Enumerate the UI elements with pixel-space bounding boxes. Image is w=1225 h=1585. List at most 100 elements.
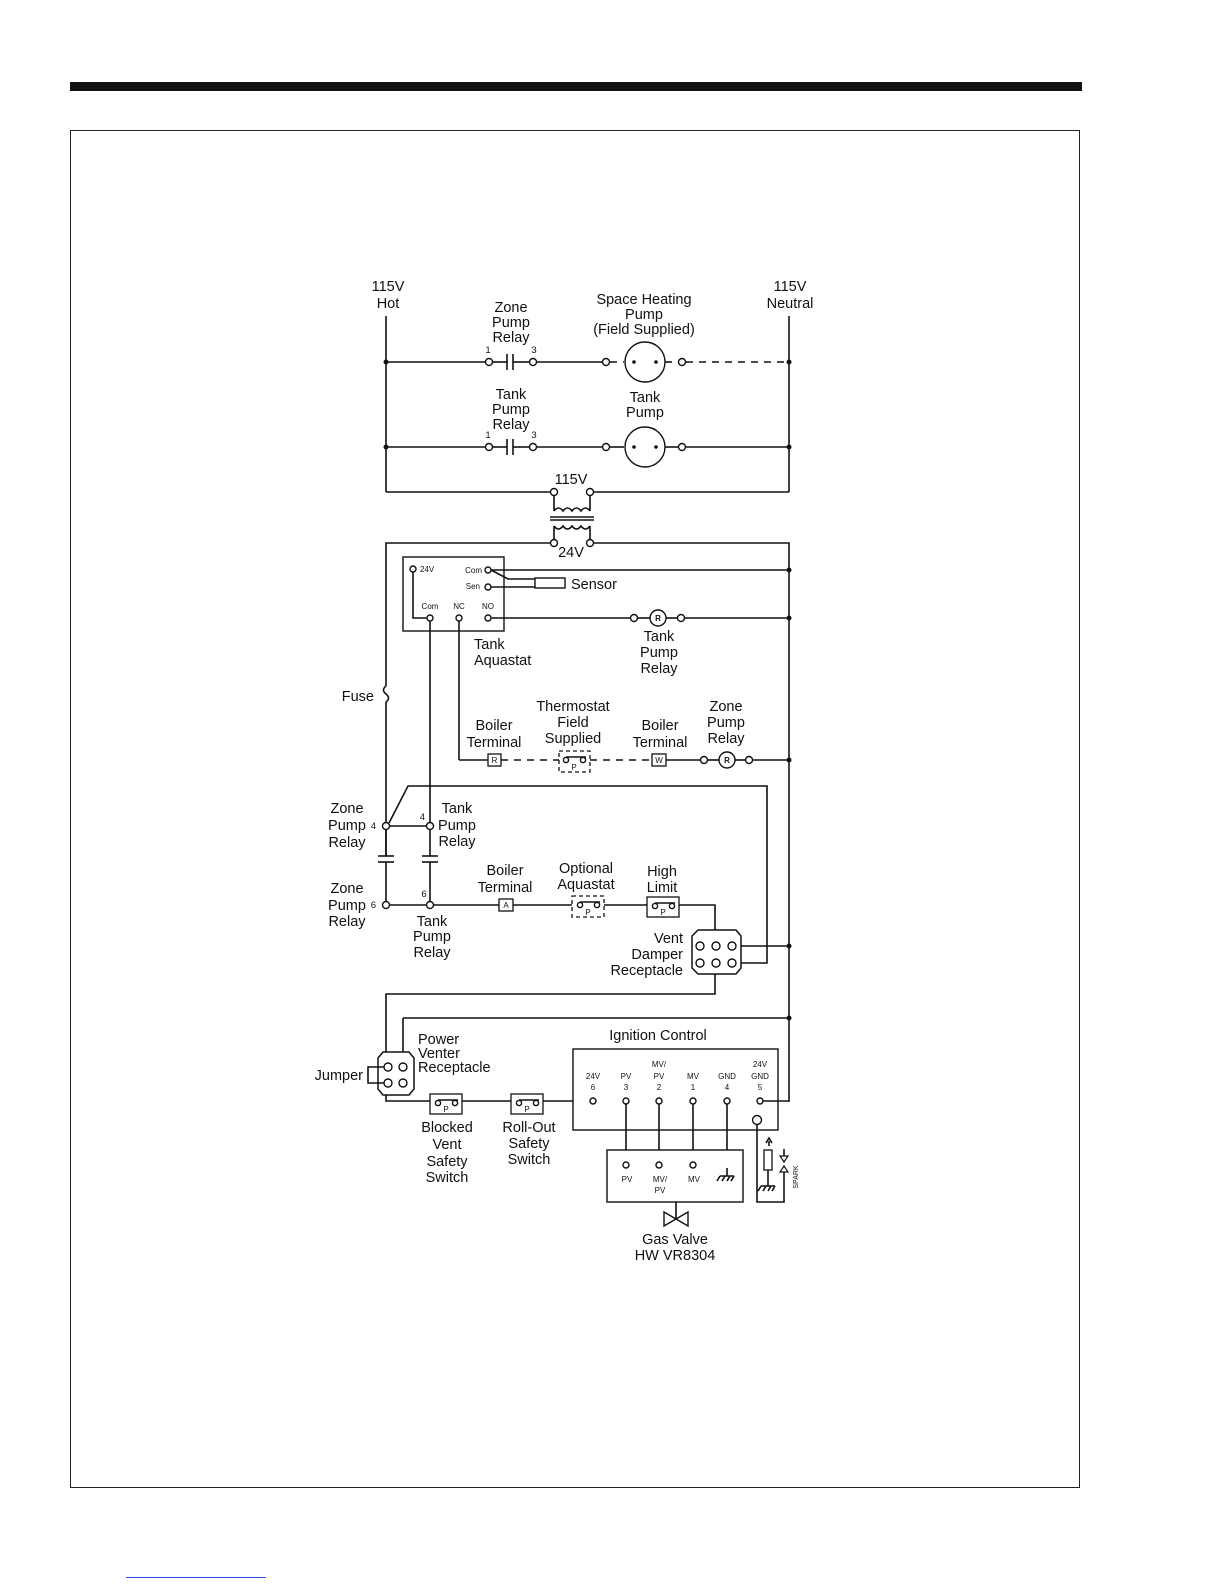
bt-a-label-2: Terminal [478,880,533,896]
tank4-label-2: Pump [438,818,476,834]
24v-left-rail [385,542,550,686]
fuse-label: Fuse [342,689,374,705]
transformer-secondary-label: 24V [558,545,584,561]
zpr-coil-label-1: Zone [709,699,742,715]
thermostat-branch: Boiler Terminal R Thermostat Field Suppl… [458,621,792,773]
ic-t2-name: PV [621,1072,632,1081]
tpr-coil-letter: R [655,614,661,623]
transformer: 115V 24V [386,472,789,561]
rollout-switch [510,1093,544,1115]
jumper-wire [367,1066,384,1084]
gv-pv-label: PV [622,1175,633,1184]
supply-labels: 115V Hot 115V Neutral [372,279,814,312]
zone-relay-pin-4: 4 [371,821,376,832]
header-rule [70,82,1082,91]
safety-switches: P P Blocked Vent Safety Switch Roll-Out … [421,1093,590,1186]
tank-relay-pin-6: 6 [421,889,426,900]
opt-aquastat-letter: P [585,908,590,917]
terminal-r-letter: R [492,756,498,765]
vent-damper-receptacle: Vent Damper Receptacle [385,929,792,1052]
tank6-label-3: Relay [413,945,451,961]
rollout-label-1: Roll-Out [502,1120,555,1136]
opt-aquastat-label-1: Optional [559,861,613,877]
gas-valve-label-1: Gas Valve [642,1232,708,1248]
tpr-pin-1: 1 [485,430,490,441]
ic-t1-name: 24V [586,1072,601,1081]
footer-link-underline [126,1577,266,1578]
bt-a-label-1: Boiler [486,863,523,879]
blocked-vent-label-1: Blocked [421,1120,473,1136]
thermostat-switch [558,750,591,773]
jumper-label: Jumper [315,1068,364,1084]
zone6-label-2: Pump [328,898,366,914]
high-limit-switch [646,896,680,918]
ic-t4-name: MV [687,1072,700,1081]
ic-t3-name-1: MV/ [652,1060,667,1069]
zpr-top-label-3: Relay [492,330,530,346]
terminal-a-letter: A [503,901,509,910]
zone-relay-pin-6: 6 [371,900,376,911]
zone4-label-2: Pump [328,818,366,834]
tpr-top-label-3: Relay [492,417,530,433]
power-venter-label-2: Venter [418,1046,460,1062]
power-venter-receptacle: Jumper Power Venter Receptacle [315,1018,491,1102]
gas-valve: PV MV/ PV MV Gas Valve HW VR8304 [606,1149,744,1264]
vent-damper-label-1: Vent [654,931,683,947]
high-limit-label-1: High [647,864,677,880]
sensor-label: Sensor [571,577,617,593]
sensor: Sensor [490,567,792,593]
zone4-label-3: Relay [328,835,366,851]
shp-label-3: (Field Supplied) [593,322,695,338]
24v-common-rail [594,542,790,1102]
bt-w-label-1: Boiler [641,718,678,734]
vent-damper-label-2: Damper [631,947,683,963]
rollout-label-3: Switch [508,1152,551,1168]
neutral-label-1: 115V [774,279,807,295]
power-venter-label-1: Power [418,1032,459,1048]
zpr-top-label-2: Pump [492,315,530,331]
gv-mvpv-label-1: MV/ [653,1175,668,1184]
aquastat-com-pin: Com [465,566,482,575]
thermostat-label-2: Field [557,715,588,731]
zone6-label-3: Relay [328,914,366,930]
ic-t5-name: GND [718,1072,736,1081]
spark-igniter: SPARK [756,1125,800,1203]
tpr-coil-label-2: Pump [640,645,678,661]
aquastat-24v-pin: 24V [420,565,435,574]
gv-mvpv-label-2: PV [655,1186,666,1195]
tpr-top-label-2: Pump [492,402,530,418]
ic-t4-num: 1 [691,1083,696,1092]
ic-t6-name-1: 24V [753,1060,768,1069]
aquastat-sen-pin: Sen [466,582,480,591]
ic-t6-name-2: GND [751,1072,769,1081]
blocked-vent-letter: P [443,1105,448,1114]
thermostat-label-1: Thermostat [536,699,609,715]
tank4-label-1: Tank [442,801,473,817]
blocked-vent-label-2: Vent [432,1137,461,1153]
thermostat-switch-letter: P [571,763,576,772]
tank-pump-relay-coil: R Tank Pump Relay [491,609,792,677]
thermostat-label-3: Supplied [545,731,601,747]
zpr-coil-label-3: Relay [707,731,745,747]
tpr-pin-3: 3 [531,430,536,441]
ic-t1-num: 6 [591,1083,596,1092]
aquastat-label-2: Aquastat [474,653,531,669]
shp-label-1: Space Heating [596,292,691,308]
relay-contacts-4-6: 4 4 6 6 Zone Pump Relay Tank Pump Relay … [328,621,768,964]
figure-frame [70,130,1080,1488]
limit-chain: Boiler Terminal A Optional Aquastat P Hi… [434,861,716,930]
high-limit-label-2: Limit [647,880,678,896]
valve-symbol-left [663,1210,678,1228]
rollout-label-2: Safety [508,1136,550,1152]
zone4-label-1: Zone [330,801,363,817]
zpr-pin-3: 3 [531,345,536,356]
ic-t3-name-2: PV [654,1072,665,1081]
blocked-vent-label-3: Safety [426,1154,468,1170]
shp-label-2: Pump [625,307,663,323]
transformer-primary-label: 115V [555,472,588,488]
tank-pump-label-2: Pump [626,405,664,421]
ic-t6-num: 5 [758,1083,763,1092]
bt-w-label-2: Terminal [633,735,688,751]
aquastat-nc-pin: NC [453,602,465,611]
tank4-label-3: Relay [438,834,476,850]
